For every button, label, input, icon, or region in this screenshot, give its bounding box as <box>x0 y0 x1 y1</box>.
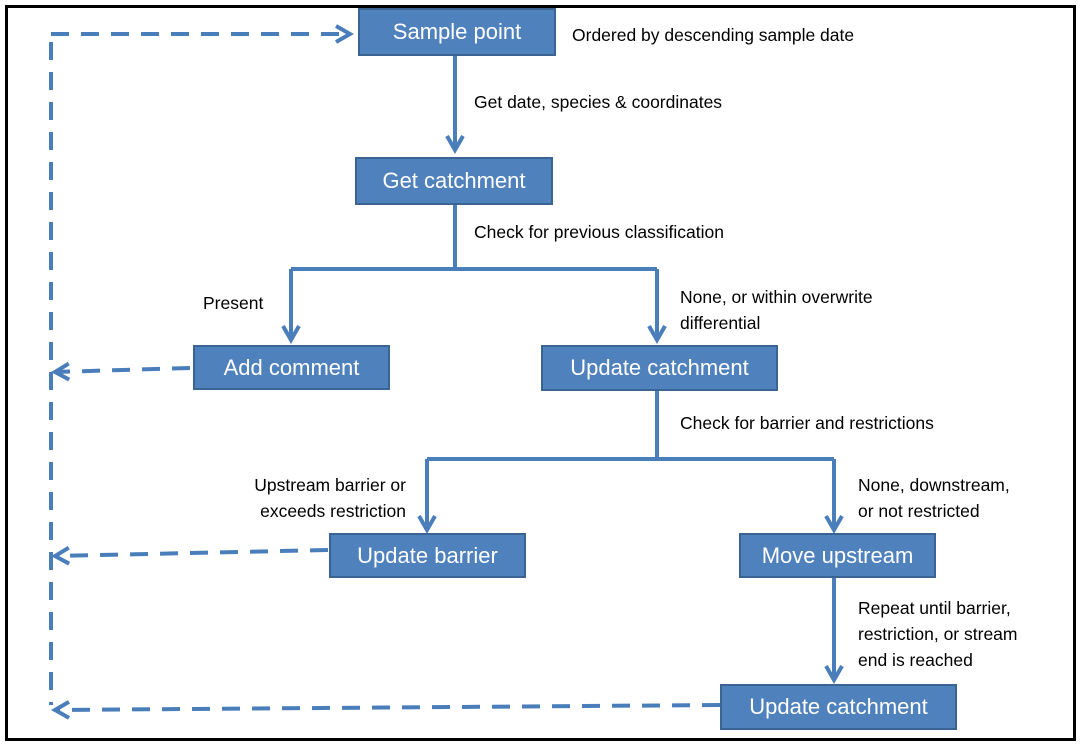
note-none-downstream-line-2: or not restricted <box>858 501 980 521</box>
dashed-arrow-from-add-comment <box>50 361 191 382</box>
note-check-previous: Check for previous classification <box>474 222 724 242</box>
note-upstream-barrier-line-2: exceeds restriction <box>260 501 406 521</box>
node-add-comment: Add comment <box>193 345 390 390</box>
node-move-upstream: Move upstream <box>739 533 936 578</box>
note-repeat: Repeat until barrier, restriction, or st… <box>858 595 1017 673</box>
note-present: Present <box>203 293 264 313</box>
node-get-catchment: Get catchment <box>355 157 553 205</box>
dashed-arrow-from-update-barrier <box>50 545 329 566</box>
note-check-barrier: Check for barrier and restrictions <box>680 413 934 433</box>
note-ordered: Ordered by descending sample date <box>572 25 855 45</box>
note-upstream-barrier-line-1: Upstream barrier or <box>254 475 406 495</box>
note-none-downstream: None, downstream, or not restricted <box>858 472 1010 524</box>
node-update-catchment-final: Update catchment <box>720 684 957 730</box>
note-repeat-line-3: end is reached <box>858 650 973 670</box>
note-upstream-barrier: Upstream barrier or exceeds restriction <box>214 472 406 524</box>
note-none-overwrite-line-1: None, or within overwrite <box>680 287 873 307</box>
note-none-overwrite: None, or within overwrite differential <box>680 284 873 336</box>
note-get-date: Get date, species & coordinates <box>474 92 723 112</box>
node-update-barrier: Update barrier <box>329 533 526 578</box>
node-update-catchment: Update catchment <box>541 345 778 391</box>
note-none-overwrite-line-2: differential <box>680 313 761 333</box>
note-repeat-line-2: restriction, or stream <box>858 624 1018 644</box>
node-sample-point: Sample point <box>358 8 556 56</box>
dashed-arrow-from-update-catchment-final <box>50 700 721 720</box>
note-repeat-line-1: Repeat until barrier, <box>858 598 1011 618</box>
note-none-downstream-line-1: None, downstream, <box>858 475 1010 495</box>
diagram-frame <box>5 5 1076 741</box>
